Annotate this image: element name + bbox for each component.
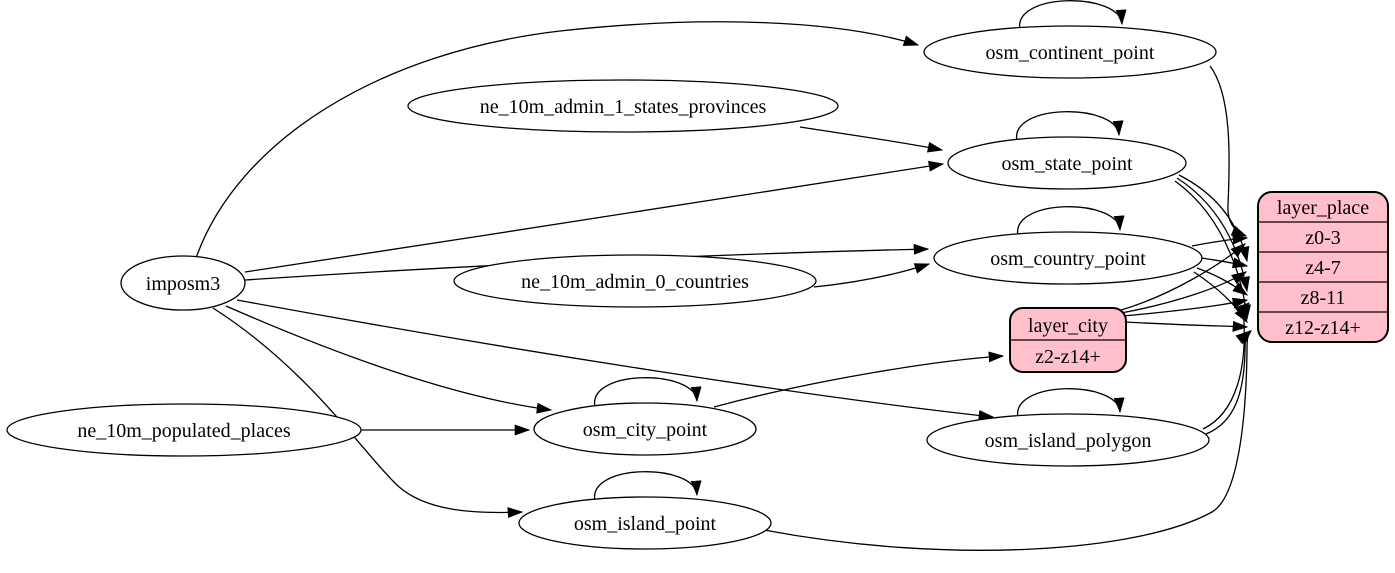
selfloop-osm_island_polygon	[1017, 388, 1125, 419]
selfloop-osm_city_point	[594, 377, 702, 408]
node-osm_state_point-shape	[947, 136, 1187, 190]
node-ne_10m_admin_1_states_provinces: ne_10m_admin_1_states_provinces	[407, 79, 839, 133]
node-ne_10m_admin_0_countries: ne_10m_admin_0_countries	[453, 254, 817, 308]
node-osm_island_point-label: osm_island_point	[574, 513, 717, 535]
edge-layer_city-layer_place-z12-z14	[1124, 320, 1249, 332]
edge-osm_country_point-layer_place-z0-3	[1191, 233, 1249, 247]
node-osm_country_point-shape	[933, 231, 1203, 285]
selfloop-osm_state_point	[1016, 111, 1124, 142]
node-osm_continent_point-shape	[923, 25, 1217, 79]
selfloop-osm_country_point	[1017, 206, 1125, 237]
node-layer_city-title: layer_city	[1028, 315, 1108, 337]
edge-imposm3-osm_state_point	[244, 160, 945, 273]
edge-osm_city_point-layer_city-z2-z14	[713, 351, 1005, 408]
node-ne_10m_admin_0_countries-shape	[453, 254, 817, 308]
layer_place-row-z4-7: z4-7	[1305, 257, 1341, 279]
edge-osm_country_point-layer_place-z4-7	[1201, 257, 1249, 269]
node-ne_10m_admin_0_countries-label: ne_10m_admin_0_countries	[521, 271, 749, 293]
selfloop-osm_continent_point	[1019, 0, 1127, 31]
node-osm_state_point: osm_state_point	[947, 136, 1187, 190]
node-imposm3-label: imposm3	[146, 273, 220, 295]
edge-layer_city-layer_place-z8-11	[1122, 297, 1249, 317]
node-osm_continent_point-label: osm_continent_point	[986, 42, 1155, 64]
edge-osm_island_polygon-layer_place-z8-11	[1202, 302, 1251, 430]
node-osm_island_polygon-shape	[926, 413, 1210, 467]
node-osm_island_polygon-label: osm_island_polygon	[985, 430, 1152, 452]
layer_place-row-z12-z14: z12-z14+	[1285, 317, 1361, 339]
node-layer_place: layer_place z0-3 z4-7 z8-11 z12-z14+	[1257, 191, 1389, 343]
edge-group	[195, 0, 1252, 551]
node-ne_10m_admin_1_states_provinces-shape	[407, 79, 839, 133]
edge-ne_10m_admin_1_states_provinces-osm_state_point	[799, 126, 944, 153]
node-osm_country_point: osm_country_point	[933, 231, 1203, 285]
node-osm_island_point: osm_island_point	[518, 496, 772, 550]
edge-imposm3-osm_continent_point	[195, 21, 920, 259]
node-ne_10m_populated_places-label: ne_10m_populated_places	[77, 420, 290, 442]
node-osm_country_point-label: osm_country_point	[990, 248, 1146, 270]
edge-osm_island_point-layer_place-z12-z14	[763, 330, 1252, 551]
node-imposm3-shape	[120, 255, 246, 311]
node-imposm3: imposm3	[120, 255, 246, 311]
edge-osm_continent_point-layer_place-z0-3	[1209, 65, 1248, 237]
node-osm_island_polygon: osm_island_polygon	[926, 413, 1210, 467]
node-ne_10m_admin_1_states_provinces-label: ne_10m_admin_1_states_provinces	[480, 96, 767, 118]
edge-layer_city-layer_place-z4-7	[1120, 271, 1248, 314]
layer_place-row-z0-3: z0-3	[1305, 227, 1341, 249]
edge-imposm3-osm_city_point	[225, 305, 553, 414]
node-osm_city_point: osm_city_point	[533, 402, 757, 456]
node-osm_state_point-label: osm_state_point	[1001, 153, 1133, 175]
layer_city-row-z2-z14: z2-z14+	[1035, 346, 1101, 368]
node-layer_place-shape	[1257, 191, 1389, 343]
node-ne_10m_populated_places: ne_10m_populated_places	[6, 403, 362, 457]
node-layer_place-title: layer_place	[1277, 197, 1369, 219]
node-osm_city_point-label: osm_city_point	[583, 419, 708, 441]
edge-imposm3-osm_island_point	[212, 307, 524, 519]
node-osm_city_point-shape	[533, 402, 757, 456]
layer_place-row-z8-11: z8-11	[1301, 287, 1346, 309]
node-layer_city: layer_city z2-z14+	[1009, 307, 1127, 373]
edge-imposm3-osm_island_polygon	[236, 299, 995, 421]
selfloop-osm_island_point	[594, 471, 702, 502]
node-osm_island_point-shape	[518, 496, 772, 550]
node-osm_continent_point: osm_continent_point	[923, 25, 1217, 79]
edge-ne_10m_admin_0_countries-osm_country_point	[813, 263, 931, 288]
edge-layer_city-layer_place-z0-3	[1117, 243, 1246, 312]
node-ne_10m_populated_places-shape	[6, 403, 362, 457]
